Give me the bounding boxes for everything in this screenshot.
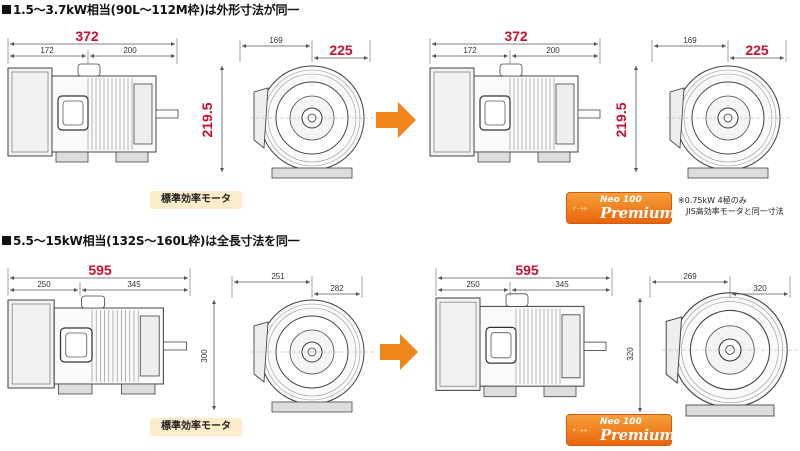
dimension-w1: 169: [269, 36, 283, 45]
premium-badge-title: Premium: [600, 426, 675, 444]
dimension-d1: 250: [466, 280, 480, 289]
premium-badge-title: Premium: [600, 204, 675, 222]
dimension-d1: 172: [40, 46, 54, 55]
section1-right-side-view: 372 172 200: [429, 28, 601, 163]
dimension-overall: 372: [75, 28, 99, 44]
arrow-right-icon: [380, 334, 418, 370]
footnote-line-1: ※0.75kW 4極のみ: [678, 196, 747, 205]
premium-badge-neo: Neo 100: [600, 195, 642, 205]
standard-efficiency-badge: 標準効率モータ: [150, 191, 242, 209]
dimension-height: 219.5: [199, 102, 215, 137]
section2-right-front-view: 269 320 320: [626, 272, 799, 417]
dimension-w2: 320: [753, 284, 767, 293]
section1-left-front-view: 169 225 219.5: [199, 36, 375, 179]
dimension-w1: 169: [683, 36, 697, 45]
premium-badge: ｻﾞ・ﾓｰﾀｰ Neo 100 Premium: [566, 192, 675, 224]
premium-badge-small: ｻﾞ・ﾓｰﾀｰ: [573, 428, 588, 433]
dimension-height: 300: [200, 349, 209, 363]
premium-badge-neo: Neo 100: [600, 417, 642, 427]
footnote-line-2: JIS高効率モータと同一寸法: [686, 207, 784, 216]
dimension-d1: 172: [463, 46, 477, 55]
dimension-d2: 345: [555, 280, 569, 289]
bullet-square-icon: [2, 236, 11, 245]
section2-left-side-view: 595 250 345: [7, 262, 191, 395]
dimension-overall: 595: [88, 262, 112, 278]
dimension-w2: 225: [329, 42, 353, 58]
dimension-d2: 200: [123, 46, 137, 55]
dimension-w1: 269: [683, 272, 697, 281]
section1-left-side-view: 372 172 200: [7, 28, 179, 163]
dimension-d2: 345: [127, 280, 141, 289]
dimension-height: 219.5: [613, 102, 629, 137]
section2-left-front-view: 251 282 300: [200, 272, 375, 413]
section2-right-side-view: 595 250 345: [435, 262, 613, 398]
standard-efficiency-badge: 標準効率モータ: [150, 418, 242, 436]
arrow-right-icon: [376, 102, 416, 138]
footnote: ※0.75kW 4極のみ JIS高効率モータと同一寸法: [678, 195, 784, 217]
dimension-d2: 200: [546, 46, 560, 55]
dimension-d1: 250: [37, 280, 51, 289]
dimension-w2: 225: [745, 42, 769, 58]
dimension-w2: 282: [330, 284, 344, 293]
premium-badge-small: ｻﾞ・ﾓｰﾀｰ: [573, 206, 588, 211]
dimension-overall: 595: [515, 262, 539, 278]
dimension-w1: 251: [271, 272, 285, 281]
section2-heading: 5.5～15kW相当(132S～160L枠)は全長寸法を同一: [2, 232, 300, 249]
dimension-height: 320: [626, 347, 635, 361]
premium-badge: ｻﾞ・ﾓｰﾀｰ Neo 100 Premium: [566, 414, 675, 446]
dimension-overall: 372: [504, 28, 528, 44]
section1-right-front-view: 169 225 219.5: [613, 36, 791, 179]
bullet-square-icon: [2, 5, 11, 14]
section1-heading: 1.5～3.7kW相当(90L～112M枠)は外形寸法が同一: [2, 1, 299, 18]
